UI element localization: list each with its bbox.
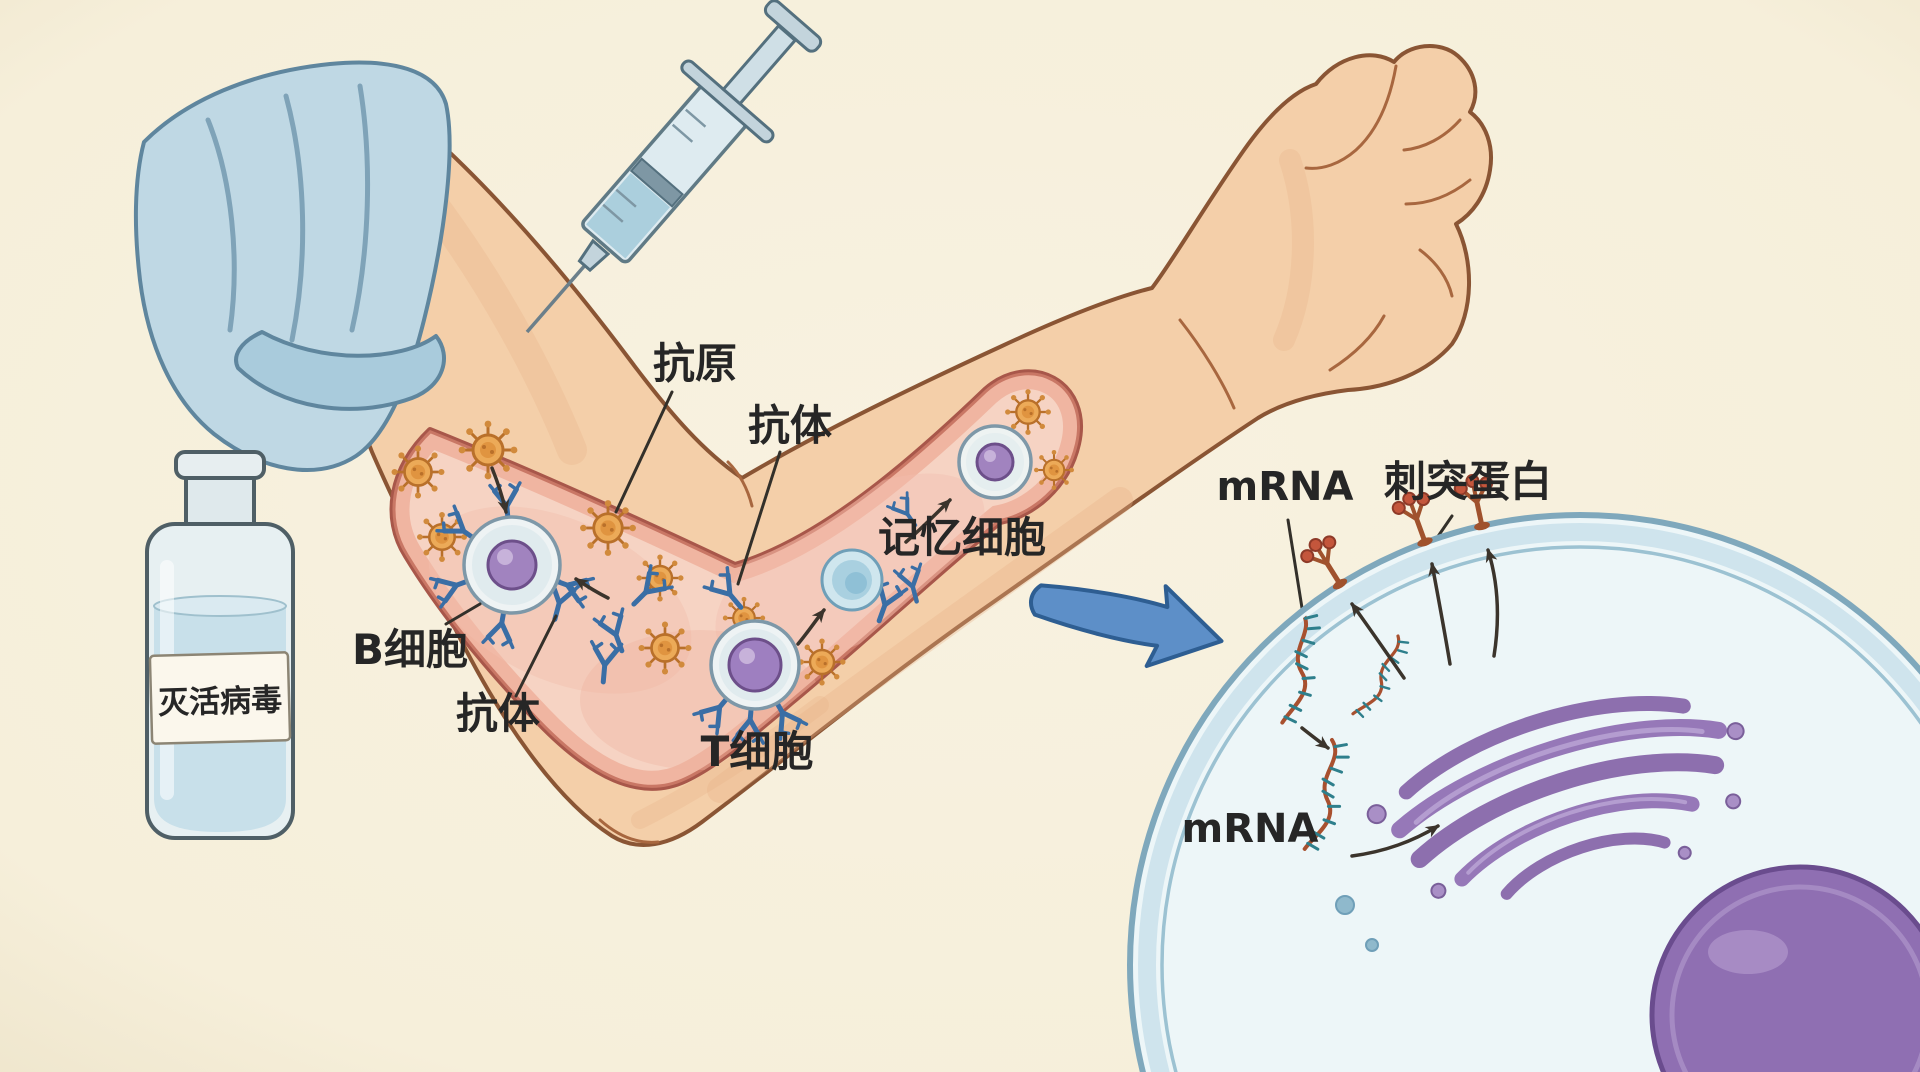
memory-cell-nucleus [975,442,1015,482]
syringe [525,0,823,334]
label-antigen: 抗原 [653,339,737,388]
process-arrows [490,466,952,646]
label-antibody-upper: 抗体 [748,401,832,450]
cell-membrane-inner [1160,545,1920,1072]
syringe-needle [525,264,587,334]
antigen-particle [457,419,519,481]
b-cell [431,483,594,647]
vial-lip [174,450,266,480]
zoom-arrow [1029,583,1224,669]
antigen-particle [637,620,693,676]
rolled-sleeve [133,60,452,472]
label-spike-protein: 刺突蛋白 [1384,457,1552,506]
syringe-liquid [586,173,670,259]
window-labels: 抗原 抗体 B细胞 抗体 T细胞 记忆细胞 [352,339,1046,776]
label-memory-cell: 记忆细胞 [878,513,1046,562]
t-cell [694,619,806,743]
antigen-particle [797,637,847,687]
plunger-seal [629,157,684,208]
inset-arrows [1300,548,1500,858]
antigen-particle [1003,387,1053,437]
activated-cell [820,548,884,612]
memory-cell [957,424,1033,500]
antigen-particle [578,498,638,558]
golgi-apparatus [1366,696,1745,900]
antigen-particle [390,444,446,500]
b-cell-nucleus [486,539,538,591]
vial-label-text: 灭活病毒 [158,682,283,721]
vial-label: 灭活病毒 [148,651,292,745]
label-mrna-upper: mRNA [1217,464,1354,510]
label-mrna-lower: mRNA [1182,806,1319,852]
hand-detail-lines [598,64,1472,844]
inset-cell: mRNA 刺突蛋白 mRNA [1127,457,1920,1072]
label-antibody-lower: 抗体 [456,689,540,738]
t-cell-nucleus [727,637,783,693]
label-b-cell: B细胞 [352,625,468,674]
vesicles [1335,895,1379,952]
immune-response-window [389,369,1083,791]
vaccine-vial: 灭活病毒 [145,450,295,840]
sleeve-cuff-roll [234,330,446,411]
antigen-particle [1032,448,1076,492]
plunger-thumb-rest [763,0,823,53]
label-t-cell: T细胞 [701,727,814,776]
cell-nucleus [1649,864,1920,1072]
